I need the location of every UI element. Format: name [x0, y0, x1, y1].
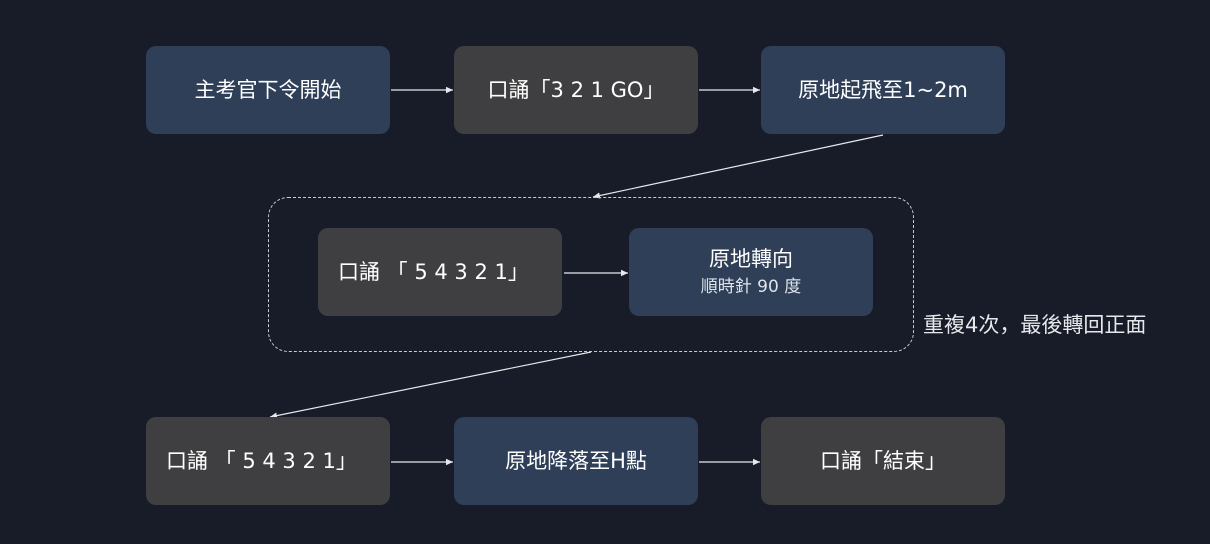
node-turn-title: 原地轉向 — [709, 247, 793, 272]
node-turn-subtitle: 順時針 90 度 — [700, 276, 802, 297]
node-recite-321go-label: 口誦「3 2 1 GO」 — [487, 77, 665, 102]
node-recite-54321-loop-label: 口誦 「 5 4 3 2 1」 — [338, 259, 529, 284]
node-takeoff-label: 原地起飛至1~2m — [798, 77, 968, 102]
repeat-loop-group — [268, 197, 914, 352]
arrow-loop-to-final-recite — [269, 351, 592, 419]
node-takeoff: 原地起飛至1~2m — [761, 46, 1005, 134]
loop-note: 重複4次，最後轉回正面 — [923, 313, 1147, 337]
node-recite-end-label: 口誦「結束」 — [820, 448, 946, 473]
node-recite-321go: 口誦「3 2 1 GO」 — [454, 46, 698, 134]
node-recite-54321-final-label: 口誦 「 5 4 3 2 1」 — [166, 448, 357, 473]
node-start-command-label: 主考官下令開始 — [194, 77, 342, 102]
node-turn: 原地轉向 順時針 90 度 — [629, 228, 873, 316]
node-land: 原地降落至H點 — [454, 417, 698, 505]
arrow-takeoff-to-loop — [592, 134, 884, 199]
node-recite-54321-loop: 口誦 「 5 4 3 2 1」 — [318, 228, 562, 316]
node-land-label: 原地降落至H點 — [505, 448, 647, 473]
node-start-command: 主考官下令開始 — [146, 46, 390, 134]
node-recite-end: 口誦「結束」 — [761, 417, 1005, 505]
node-recite-54321-final: 口誦 「 5 4 3 2 1」 — [146, 417, 390, 505]
